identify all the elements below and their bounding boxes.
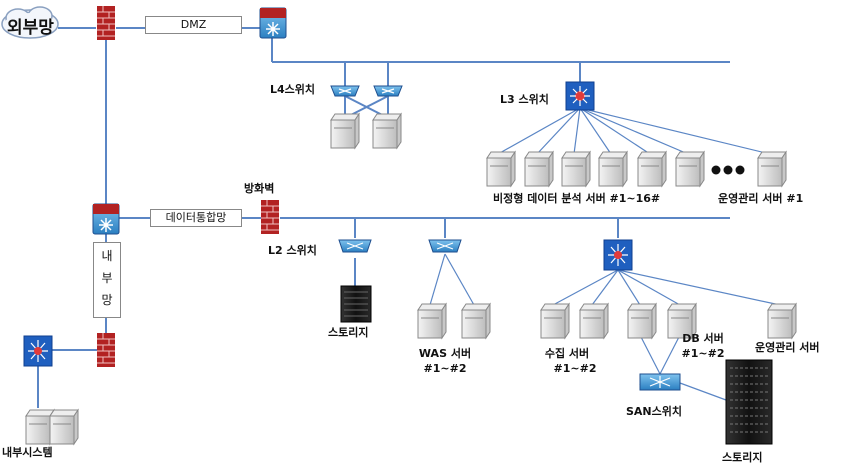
server-icon-l4-2 [372, 112, 402, 150]
san-switch-icon [639, 373, 681, 391]
l4-switch-label: L4스위치 [270, 83, 316, 96]
analysis-server-icon-4 [598, 150, 628, 188]
firewall-icon-top [97, 6, 115, 40]
analysis-server-icon-3 [561, 150, 591, 188]
data-network-box: 데이터통합망 [150, 209, 242, 227]
internal-system-label: 내부시스템 [2, 446, 53, 459]
data-gateway-icon [92, 203, 120, 235]
cloud-icon [1, 6, 59, 39]
external-network-label: 외부망 [7, 18, 54, 38]
l2-switch-label: L2 스위치 [268, 244, 317, 257]
collect-server-icon-1 [540, 302, 570, 340]
collect-server-label: 수집 서버 [544, 347, 590, 360]
more-servers-dots [711, 165, 745, 175]
dmz-box: DMZ [145, 16, 242, 34]
analysis-server-icon-6 [675, 150, 705, 188]
firewall-label: 방화벽 [244, 182, 275, 195]
l4-switch-icon-2 [373, 85, 403, 97]
collect-server-icon-2 [579, 302, 609, 340]
internal-network-char-1: 내 [101, 249, 113, 263]
db-server-icon-1 [627, 302, 657, 340]
internal-network-char-2: 부 [101, 271, 113, 285]
was-server-range: #1~#2 [423, 362, 467, 375]
ops-server-icon-top [757, 150, 787, 188]
storage-right-label: 스토리지 [722, 451, 763, 464]
san-switch-label: SAN스위치 [626, 405, 683, 418]
firewall-icon-data [261, 200, 279, 234]
firewall-icon-internal [97, 333, 115, 367]
server-icon-l4-1 [330, 112, 360, 150]
internal-network-char-3: 망 [101, 293, 113, 307]
was-server-icon-2 [461, 302, 491, 340]
ops-server-top-label: 운영관리 서버 #1 [718, 192, 804, 205]
l2-switch-icon [338, 239, 372, 253]
storage-left-label: 스토리지 [328, 326, 369, 339]
was-server-icon-1 [417, 302, 447, 340]
internal-server-icon-2 [49, 408, 79, 446]
l3-switch-icon [565, 81, 595, 111]
storage-rack-icon-right [725, 359, 773, 445]
db-server-label: DB 서버 [682, 332, 724, 345]
ops-server-icon-bottom [767, 302, 797, 340]
was-server-label: WAS 서버 [418, 347, 472, 360]
analysis-server-icon-2 [524, 150, 554, 188]
was-switch-icon [428, 239, 462, 253]
l3-switch-label: L3 스위치 [500, 93, 549, 106]
backend-switch-icon [603, 239, 633, 271]
internal-switch-icon [23, 335, 53, 367]
internal-network-box: 내 부 망 [93, 242, 121, 318]
db-server-range: #1~#2 [681, 347, 725, 360]
ops-server-bottom-label: 운영관리 서버 [755, 341, 820, 354]
analysis-server-icon-5 [637, 150, 667, 188]
analysis-server-icon-1 [486, 150, 516, 188]
collect-server-range: #1~#2 [553, 362, 597, 375]
storage-rack-icon-left [340, 285, 372, 323]
analysis-servers-label: 비정형 데이터 분석 서버 #1~16# [493, 192, 661, 205]
dmz-gateway-icon [259, 7, 287, 39]
l4-switch-icon-1 [330, 85, 360, 97]
db-server-icon-2 [667, 302, 697, 340]
